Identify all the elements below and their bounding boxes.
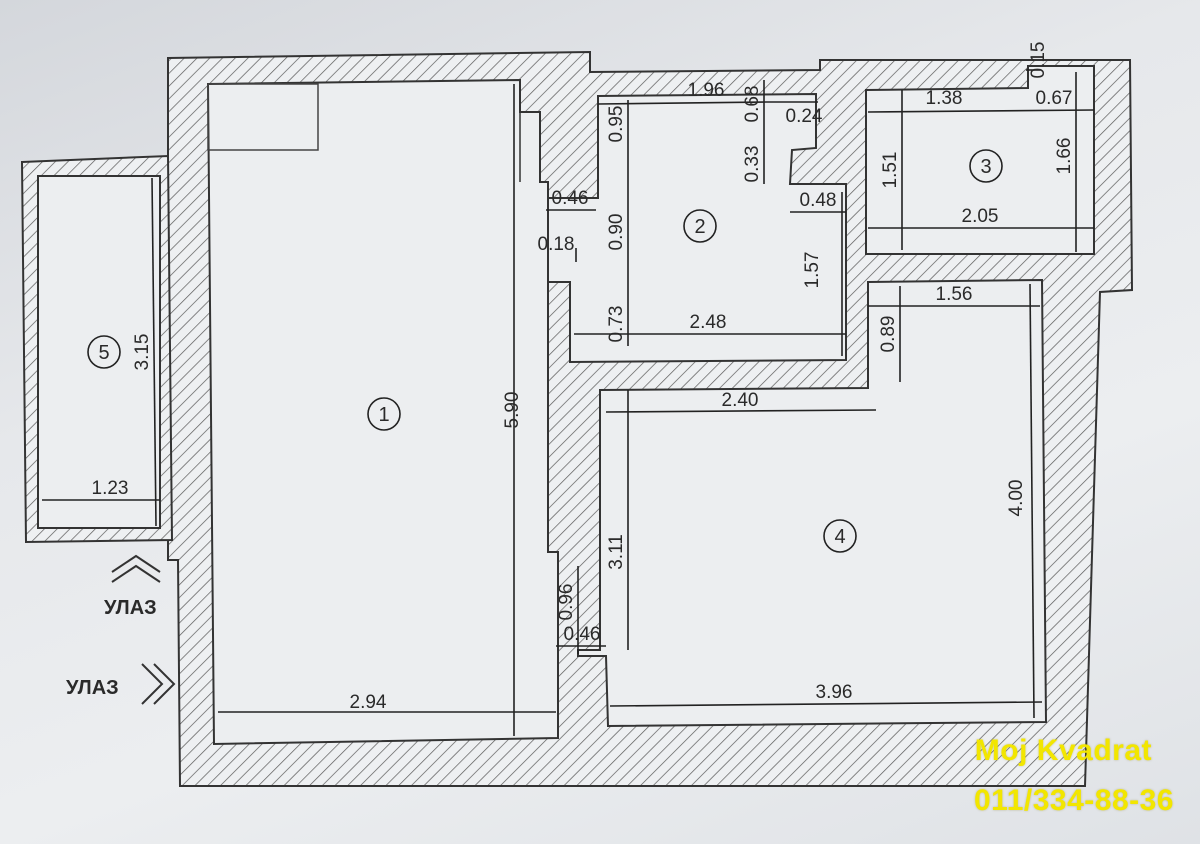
dim-r4-156: 1.56 [936, 284, 973, 305]
dim-r2-top: 1.96 [688, 80, 725, 101]
dim-r4-right: 4.00 [1006, 480, 1027, 517]
dim-door-046: 0.46 [564, 624, 601, 645]
watermark-phone: 011/334-88-36 [973, 784, 1174, 817]
dim-r3-bottom: 2.05 [962, 206, 999, 227]
room-5-number: 5 [98, 342, 109, 364]
dim-r5-height: 3.15 [132, 334, 153, 371]
entrance-arrow-right-icon [141, 663, 176, 705]
dim-r4-top: 2.40 [722, 390, 759, 411]
dim-r2-046: 0.46 [552, 188, 589, 209]
room-marker-3: 3 [969, 149, 1003, 183]
dim-r2-073: 0.73 [606, 306, 627, 343]
room-1-number: 1 [378, 404, 389, 426]
room-2-number: 2 [694, 216, 705, 238]
room-1-closet [207, 83, 319, 151]
dimension-lines [42, 69, 1095, 736]
room-3-area [865, 65, 1095, 255]
dim-r5-width: 1.23 [92, 478, 129, 499]
dim-r3-right: 1.66 [1054, 138, 1075, 175]
dim-r3-015: 0.15 [1028, 42, 1049, 79]
dim-r2-018: 0.18 [538, 234, 575, 255]
dim-r2-048: 0.48 [800, 190, 837, 211]
room-marker-5: 5 [87, 335, 121, 369]
room-marker-2: 2 [683, 209, 717, 243]
dim-r4-bottom: 3.96 [816, 682, 853, 703]
dim-r2-095: 0.95 [606, 106, 627, 143]
entrance-arrow-up-icon [111, 554, 161, 583]
dim-door-096: 0.96 [556, 584, 577, 621]
dim-r3-067: 0.67 [1036, 88, 1073, 109]
room-3-number: 3 [980, 156, 991, 178]
dim-r2-157: 1.57 [802, 252, 823, 289]
dim-r4-089: 0.89 [878, 316, 899, 353]
dim-r2-024: 0.24 [786, 106, 823, 127]
dim-r1-height: 5.90 [502, 392, 523, 429]
dim-r2-bottom: 2.48 [690, 312, 727, 333]
room-4-number: 4 [834, 526, 845, 548]
dim-r1-width: 2.94 [350, 692, 387, 713]
room-2-area [547, 92, 847, 364]
room-marker-4: 4 [823, 519, 857, 553]
dim-r2-090: 0.90 [606, 214, 627, 251]
dim-r4-left: 3.11 [606, 534, 627, 570]
dim-r3-top: 1.38 [926, 88, 963, 109]
dim-r2-068: 0.68 [742, 86, 763, 123]
entrance-label-upper: УЛАЗ [104, 597, 157, 619]
room-4-area [577, 278, 1048, 728]
dim-r2-033: 0.33 [742, 146, 763, 183]
dim-r3-left: 1.51 [880, 152, 901, 189]
room-marker-1: 1 [367, 397, 401, 431]
watermark-brand-name: Moj Kvadrat [974, 734, 1152, 767]
room-5-area [37, 175, 161, 529]
entrance-label-lower: УЛАЗ [66, 677, 119, 699]
